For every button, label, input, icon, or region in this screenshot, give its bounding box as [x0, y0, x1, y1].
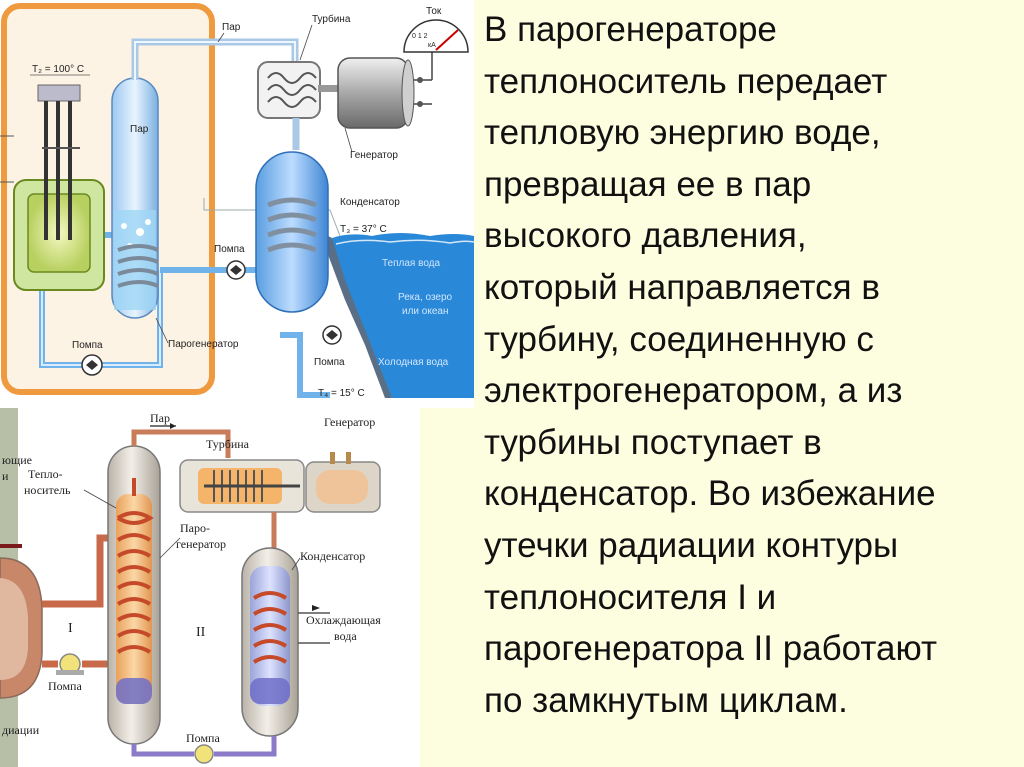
secondary-return-loop	[131, 736, 277, 757]
steam-pipe-label: Пар	[222, 22, 241, 33]
meter-unit-label: кА	[428, 42, 436, 49]
text-line: теплоносителя I и	[484, 577, 777, 617]
current-label: Ток	[426, 6, 442, 17]
condenser	[255, 118, 329, 313]
steam-generator-vessel	[111, 77, 159, 319]
coolant-label: Тепло- носитель	[24, 467, 71, 497]
meter-scale-label: 0 1 2	[412, 33, 428, 40]
pump-left-label: Помпа	[48, 679, 82, 693]
steam-label: Пар	[150, 411, 170, 425]
text-line: по замкнутым циклам.	[484, 680, 848, 720]
text-line: конденсатор. Во избежание	[484, 474, 936, 514]
text-line: турбины поступает в	[484, 422, 822, 462]
pump-bottom-label: Помпа	[72, 340, 103, 351]
pump-mid-label: Помпа	[214, 244, 245, 255]
circuit-2-label: II	[196, 625, 206, 640]
steam-generator-label: Паро- генератор	[176, 521, 226, 551]
pump-bottom	[81, 354, 103, 376]
two-circuit-diagram: Помпа I Пар Турбина Генератор Тепло- нос…	[0, 408, 420, 767]
power-plant-diagram: T₂ = 100° C Пар Пар Турбина Гене	[0, 0, 474, 408]
warm-water-label: Теплая вода	[382, 258, 440, 269]
text-line: который направляется в	[484, 267, 880, 307]
ammeter-gauge	[403, 19, 469, 53]
cold-water-label: Холодная вода	[378, 357, 449, 368]
t4-label: T₄ = 15° C	[318, 388, 365, 399]
generator	[305, 452, 381, 513]
steam-generator-label: Парогенератор	[168, 339, 239, 350]
cut-bottom-label: диации	[2, 723, 40, 737]
steam-generator-vessel	[107, 445, 161, 745]
reactor	[0, 84, 105, 291]
text-line: теплоноситель передает	[484, 61, 888, 101]
water-body-label: Река, озеро или океан	[398, 292, 455, 317]
text-line: электрогенератором, а из	[484, 371, 903, 411]
turbine	[179, 459, 305, 513]
generator-label: Генератор	[350, 150, 398, 161]
text-line: превращая ее в пар	[484, 164, 812, 204]
text-line: утечки радиации контуры	[484, 525, 899, 565]
slide-body-text: В парогенераторе теплоноситель передает …	[484, 4, 1020, 726]
pump-mid	[226, 260, 246, 280]
pump-left	[56, 653, 84, 675]
text-line: высокого давления,	[484, 216, 807, 256]
turbine-label: Турбина	[206, 437, 250, 451]
primary-loop	[42, 534, 108, 668]
water-body	[320, 232, 474, 398]
cut-top-label: ющие	[2, 453, 32, 467]
steam-line	[131, 429, 231, 458]
condenser	[241, 512, 330, 737]
cooling-water-label: Охлаждающая вода	[306, 613, 384, 643]
generator	[337, 52, 433, 129]
condenser-label: Конденсатор	[340, 197, 400, 208]
pump-bottom	[194, 744, 214, 764]
turbine-label: Турбина	[312, 13, 351, 25]
cut-top-label-2: и	[2, 469, 9, 483]
t3-label: T₃ = 37° C	[340, 224, 387, 235]
text-line: парогенератора II работают	[484, 629, 937, 669]
text-line: тепловую энергию воде,	[484, 113, 881, 153]
circuit-1-label: I	[68, 621, 73, 636]
condenser-label: Конденсатор	[300, 549, 365, 563]
pump-right	[322, 325, 342, 345]
pump-bottom-label: Помпа	[186, 731, 220, 745]
text-line: турбину, соединенную с	[484, 319, 874, 359]
pump-right-label: Помпа	[314, 357, 345, 368]
turbine	[257, 61, 340, 119]
text-line: В парогенераторе	[484, 10, 777, 49]
generator-label: Генератор	[324, 415, 375, 429]
steam-in-generator-label: Пар	[130, 124, 149, 135]
t2-label: T₂ = 100° C	[32, 64, 84, 75]
